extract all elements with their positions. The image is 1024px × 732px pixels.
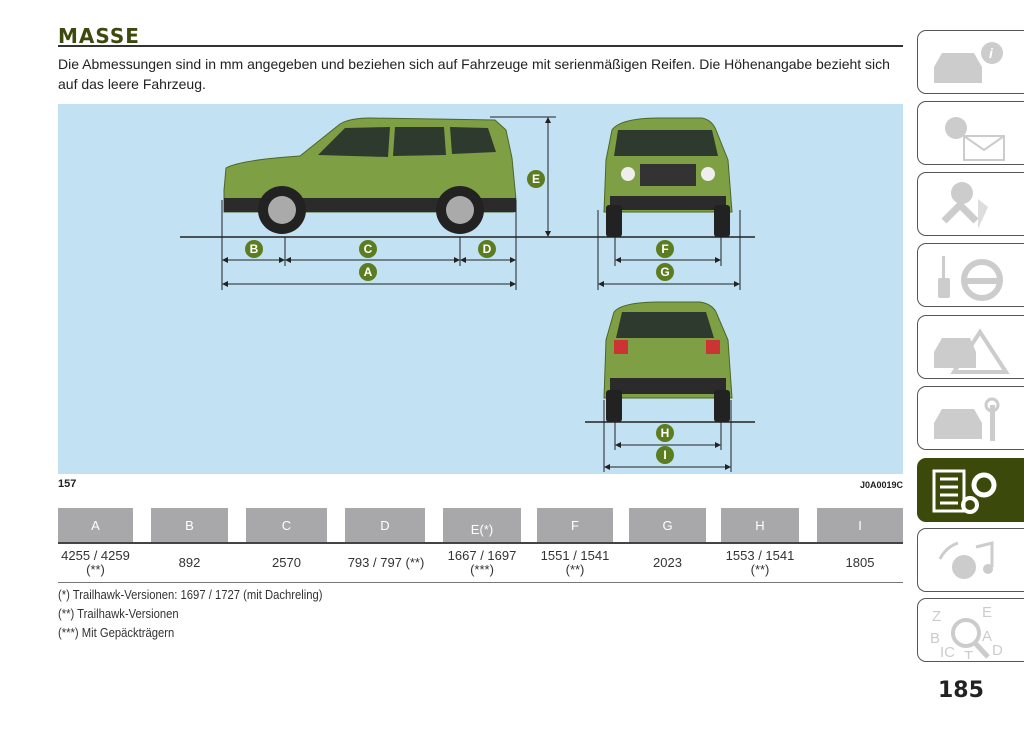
table-cell: 793 / 797 (**) (347, 555, 425, 570)
svg-text:Z: Z (932, 608, 941, 625)
label-h: H (656, 424, 674, 442)
svg-text:IC: IC (940, 644, 955, 659)
svg-text:E: E (532, 172, 540, 186)
label-f: F (656, 240, 674, 258)
svg-text:i: i (989, 45, 994, 61)
svg-text:H: H (661, 426, 670, 440)
tab-warning-lights[interactable] (917, 101, 1024, 165)
tab-car-info[interactable]: i (917, 30, 1024, 94)
table-cell: 1553 / 1541(**) (725, 548, 795, 577)
intro-text: Die Abmessungen sind in mm angegeben und… (58, 56, 890, 92)
svg-text:A: A (982, 628, 992, 645)
table-cell: 1551 / 1541(**) (540, 548, 610, 577)
svg-text:T: T (964, 648, 973, 659)
warning-lights-icon (945, 117, 1005, 161)
section-title: MASSE (58, 24, 140, 48)
rear-view-car (603, 301, 733, 422)
tab-technical-data[interactable] (917, 458, 1024, 522)
ground-lines (180, 236, 755, 423)
svg-text:F: F (661, 242, 668, 256)
figure-code: J0A0019C (859, 480, 903, 490)
table-header: A (58, 508, 133, 542)
svg-text:B: B (930, 630, 940, 647)
table-cell: 892 (178, 555, 201, 570)
table-header: C (246, 508, 327, 542)
svg-text:D: D (483, 242, 492, 256)
key-steering-icon (938, 256, 1003, 301)
emergency-icon (934, 328, 1010, 374)
table-header: G (629, 508, 706, 542)
table-header: B (151, 508, 228, 542)
svg-text:B: B (250, 242, 259, 256)
technical-data-icon (932, 469, 997, 514)
table-divider (58, 542, 903, 544)
side-view-car (223, 117, 517, 234)
table-header: I (817, 508, 903, 542)
svg-text:G: G (660, 265, 669, 279)
table-header: F (537, 508, 613, 542)
tab-starting-driving[interactable] (917, 243, 1024, 307)
dimension-lines (221, 116, 741, 472)
dimensions-diagram: B C D A E F G H I (58, 104, 903, 474)
label-g: G (656, 263, 674, 281)
footnote: (***) Mit Gepäckträgern (58, 626, 175, 640)
maintenance-icon (934, 397, 1000, 441)
label-i: I (656, 446, 674, 464)
svg-text:A: A (364, 265, 373, 279)
page-number: 185 (938, 678, 984, 703)
label-c: C (359, 240, 377, 258)
svg-text:C: C (364, 242, 373, 256)
tab-maintenance[interactable] (917, 386, 1024, 450)
table-bottom-rule (58, 582, 903, 583)
table-cell: 1667 / 1697(***) (447, 548, 517, 577)
table-cell: 2570 (272, 555, 301, 570)
safety-airbag-icon (941, 182, 988, 229)
table-header: E(*) (443, 508, 521, 542)
footnote: (*) Trailhawk-Versionen: 1697 / 1727 (mi… (58, 588, 323, 602)
svg-text:E: E (982, 604, 992, 621)
table-cell: 1805 (845, 555, 875, 570)
table-header: H (721, 508, 799, 542)
label-e: E (527, 170, 545, 188)
footnote: (**) Trailhawk-Versionen (58, 607, 179, 621)
tab-multimedia[interactable] (917, 528, 1024, 592)
table-cell: 4255 / 4259(**) (61, 548, 130, 577)
front-view-car (603, 117, 733, 237)
label-b: B (245, 240, 263, 258)
figure-number: 157 (58, 478, 77, 490)
label-a: A (359, 263, 377, 281)
vehicle-dimensions-drawing: B C D A E F G H I (180, 116, 755, 472)
svg-text:D: D (992, 642, 1003, 659)
label-d: D (478, 240, 496, 258)
title-divider (58, 45, 903, 47)
tab-safety[interactable] (917, 172, 1024, 236)
table-header: D (345, 508, 425, 542)
table-cell: 2023 (653, 555, 682, 570)
svg-text:I: I (663, 448, 666, 462)
car-info-icon: i (934, 42, 1003, 83)
tab-emergency[interactable] (917, 315, 1024, 379)
multimedia-icon (938, 541, 994, 579)
